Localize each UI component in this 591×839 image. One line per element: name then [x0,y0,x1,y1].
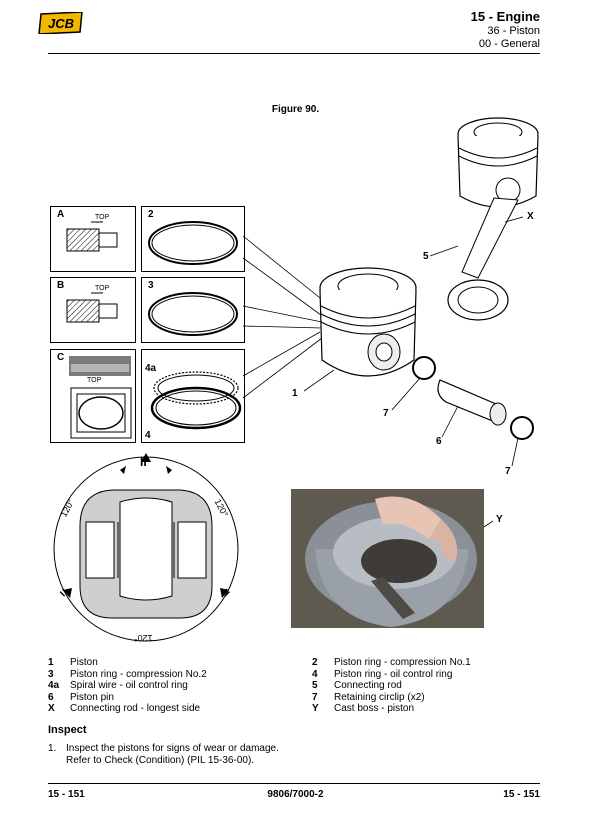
callout-5: 5 [423,251,429,262]
page-header: 15 - Engine 36 - Piston 00 - General [471,9,540,51]
callout-x: X [527,211,534,222]
logo-text: JCB [48,16,74,31]
inspect-list: 1.Inspect the pistons for signs of wear … [48,743,279,767]
detail-label-2: 2 [148,209,154,220]
detail-label-c: C [57,352,65,363]
top-mark-c: TOP [87,377,102,384]
inspect-heading: Inspect [48,724,87,736]
angle-label-bottom: 120° [134,633,153,643]
footer-page-left: 15 - 151 [48,789,85,800]
footer-page-right: 15 - 151 [503,789,540,800]
gap-mark-right: = [217,584,234,601]
callout-7-right: 7 [505,466,511,477]
angle-label-left: 120° [58,497,77,519]
detail-label-a: A [57,209,65,220]
detail-box-c: C TOP [50,349,136,443]
detail-label-4: 4 [145,430,151,441]
top-mark-a: TOP [95,214,110,221]
gap-mark-top: II [140,455,147,469]
callout-y: Y [496,514,503,525]
detail-box-2: 2 [141,206,245,272]
inspect-step: 1.Inspect the pistons for signs of wear … [48,743,279,754]
subsection-general: 00 - General [478,38,540,50]
figure-title: Figure 90. [271,104,320,115]
inspect-step-reference: Refer to Check (Condition) (PIL 15-36-00… [66,755,255,766]
footer-divider [48,783,540,784]
detail-box-4: 4a 4 [141,349,245,443]
detail-label-4a: 4a [145,363,157,374]
footer-doc-number: 9806/7000-2 [267,789,324,800]
subsection-title: 36 - Piston [487,25,540,37]
callout-7-left: 7 [383,408,389,419]
detail-box-a: A TOP [50,206,136,272]
callout-6: 6 [436,436,442,447]
header-divider [48,53,540,54]
jcb-logo: JCB [38,11,84,35]
callout-1: 1 [292,388,298,399]
angle-label-right: 120° [212,497,231,519]
detail-label-b: B [57,280,65,291]
gap-mark-left: = [55,584,72,601]
detail-box-3: 3 [141,277,245,343]
section-title: 15 - Engine [470,9,540,24]
top-mark-b: TOP [95,285,110,292]
detail-label-3: 3 [148,280,154,291]
detail-box-b: B TOP [50,277,136,343]
cast-boss-photo [291,489,484,628]
